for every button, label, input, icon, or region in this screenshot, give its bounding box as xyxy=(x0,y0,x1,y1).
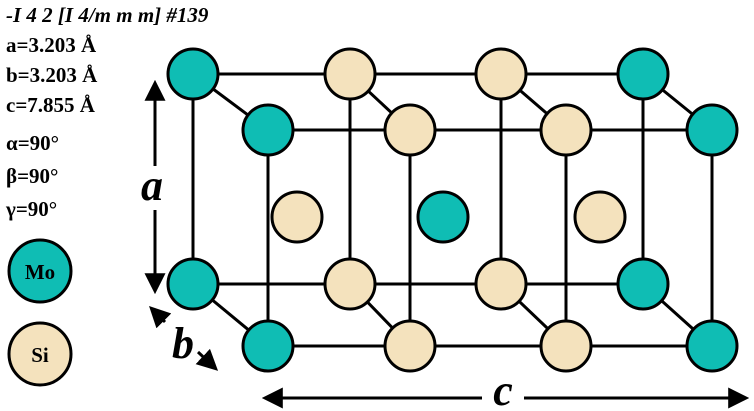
front-top-si-atom xyxy=(539,103,593,157)
front-bottom-si-atom xyxy=(539,319,593,373)
lattice-beta-label: β=90° xyxy=(6,164,58,188)
lattice-c-label: c=7.855 Å xyxy=(6,93,96,117)
legend: Mo Si xyxy=(7,238,73,387)
front-bottom-mo-atom xyxy=(241,319,295,373)
axis-c-label: c xyxy=(493,366,513,411)
atoms xyxy=(166,47,739,373)
b-axis-arrow-lower xyxy=(195,348,219,371)
body-center-si-atom xyxy=(573,190,627,244)
axis-labels: a b c xyxy=(132,161,524,411)
lattice-b-label: b=3.203 Å xyxy=(6,63,98,87)
back-bottom-si-atom xyxy=(474,257,528,311)
front-bottom-si-atom xyxy=(383,319,437,373)
legend-mo-label: Mo xyxy=(25,260,55,284)
info-panel: -I 4 2 [I 4/m m m] #139 a=3.203 Å b=3.20… xyxy=(5,3,209,221)
back-bottom-si-atom xyxy=(323,257,377,311)
axis-b-label: b xyxy=(172,319,194,368)
front-top-mo-atom xyxy=(685,103,739,157)
space-group-label: -I 4 2 [I 4/m m m] #139 xyxy=(6,3,209,27)
legend-si-label: Si xyxy=(31,343,49,367)
back-top-mo-atom xyxy=(166,47,220,101)
axis-a-label: a xyxy=(141,161,163,210)
front-bottom-mo-atom xyxy=(685,319,739,373)
legend-si-swatch xyxy=(7,321,73,387)
c-label-backdrop xyxy=(482,374,524,410)
front-top-si-atom xyxy=(383,103,437,157)
b-axis-arrow-upper xyxy=(149,306,172,329)
front-top-mo-atom xyxy=(241,103,295,157)
back-top-mo-atom xyxy=(616,47,670,101)
a-label-backdrop xyxy=(132,166,174,210)
back-top-si-atom xyxy=(474,47,528,101)
back-bottom-mo-atom xyxy=(166,257,220,311)
body-center-si-atom xyxy=(270,190,324,244)
lattice-alpha-label: α=90° xyxy=(6,131,59,155)
back-top-si-atom xyxy=(323,47,377,101)
legend-mo-swatch xyxy=(7,238,73,304)
lattice-a-label: a=3.203 Å xyxy=(6,33,97,57)
back-bottom-mo-atom xyxy=(616,257,670,311)
lattice-gamma-label: γ=90° xyxy=(5,197,57,221)
body-center-mo-atom xyxy=(416,190,470,244)
